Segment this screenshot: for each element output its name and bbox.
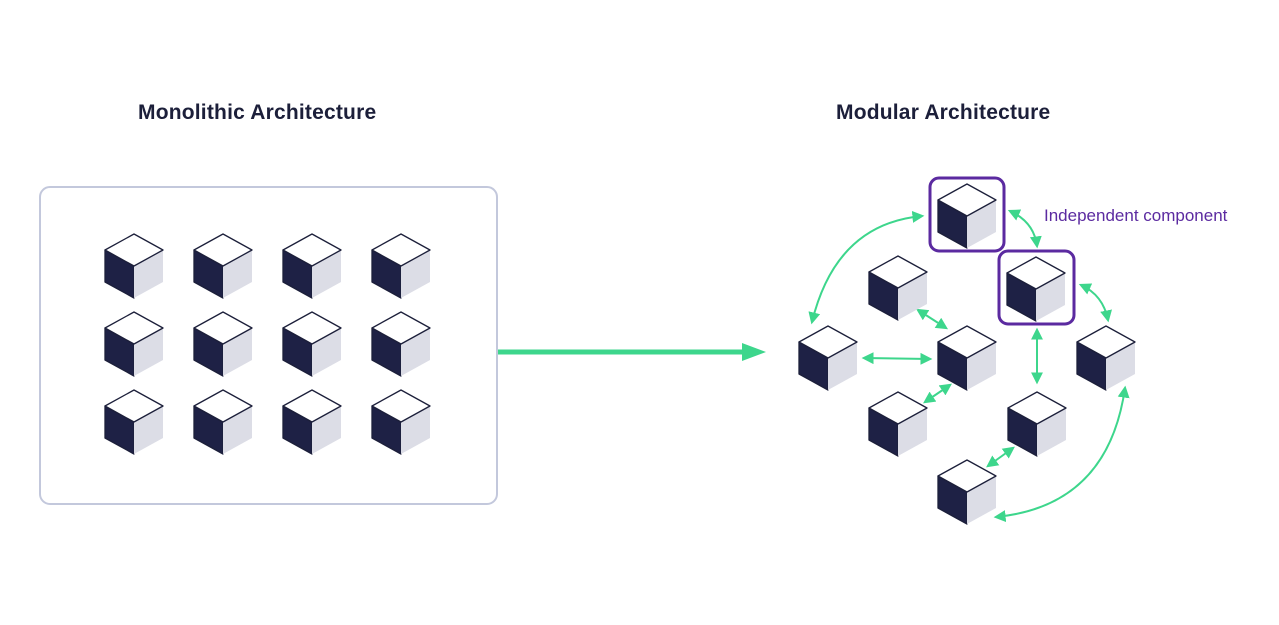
monolithic-architecture-title: Monolithic Architecture bbox=[138, 101, 377, 124]
monolith-cube-grid bbox=[104, 233, 431, 455]
module-cube bbox=[937, 459, 997, 525]
cube-top-face bbox=[282, 233, 342, 267]
monolith-cube bbox=[282, 233, 342, 299]
monolith-cube bbox=[104, 311, 164, 377]
monolith-cube bbox=[371, 311, 431, 377]
cube-top-face bbox=[798, 325, 858, 359]
cube-top-face bbox=[371, 311, 431, 345]
cube-top-face bbox=[193, 389, 253, 423]
monolith-cube bbox=[371, 389, 431, 455]
cube-top-face bbox=[937, 459, 997, 493]
monolith-cube bbox=[193, 233, 253, 299]
module-cube bbox=[868, 391, 928, 457]
cube-top-face bbox=[371, 389, 431, 423]
cube-top-face bbox=[282, 311, 342, 345]
cube-top-face bbox=[868, 255, 928, 289]
connector-curve-bottom-right bbox=[993, 385, 1130, 523]
module-cube bbox=[1076, 325, 1136, 391]
connector-center-lower bbox=[923, 383, 952, 404]
cube-top-face bbox=[1006, 256, 1066, 290]
independent-component-label: Independent component bbox=[1044, 206, 1228, 225]
connector-left-center bbox=[861, 352, 933, 365]
monolith-cube bbox=[193, 389, 253, 455]
module-cube bbox=[1007, 391, 1067, 457]
connector-hl1-hl2 bbox=[1007, 209, 1042, 249]
monolith-cube bbox=[282, 389, 342, 455]
cube-top-face bbox=[104, 233, 164, 267]
independent-cube-1 bbox=[937, 183, 997, 249]
monolith-cube bbox=[104, 389, 164, 455]
cube-top-face bbox=[104, 389, 164, 423]
monolith-cube bbox=[371, 233, 431, 299]
cube-top-face bbox=[193, 233, 253, 267]
cube-top-face bbox=[193, 311, 253, 345]
monolith-cube bbox=[193, 311, 253, 377]
independent-component-highlight-2 bbox=[997, 249, 1076, 326]
connector-upper-center bbox=[915, 308, 949, 330]
independent-cube-2 bbox=[1006, 256, 1066, 322]
cube-top-face bbox=[282, 389, 342, 423]
module-cube bbox=[868, 255, 928, 321]
modular-cubes bbox=[798, 183, 1136, 525]
connector-mid-bottom bbox=[986, 446, 1015, 468]
independent-component-highlight-1 bbox=[928, 176, 1006, 253]
connector-curve-top-left bbox=[808, 210, 925, 325]
cube-top-face bbox=[1007, 391, 1067, 425]
cube-top-face bbox=[868, 391, 928, 425]
monolith-cube bbox=[104, 233, 164, 299]
connector-hl2-right bbox=[1078, 283, 1112, 323]
modular-architecture-title: Modular Architecture bbox=[836, 101, 1051, 124]
monolith-container bbox=[39, 186, 498, 505]
cube-top-face bbox=[1076, 325, 1136, 359]
cube-top-face bbox=[371, 233, 431, 267]
cube-top-face bbox=[104, 311, 164, 345]
monolith-cube bbox=[282, 311, 342, 377]
cube-top-face bbox=[937, 325, 997, 359]
cube-top-face bbox=[937, 183, 997, 217]
transition-arrowhead bbox=[742, 343, 766, 361]
module-cube bbox=[937, 325, 997, 391]
module-cube bbox=[798, 325, 858, 391]
